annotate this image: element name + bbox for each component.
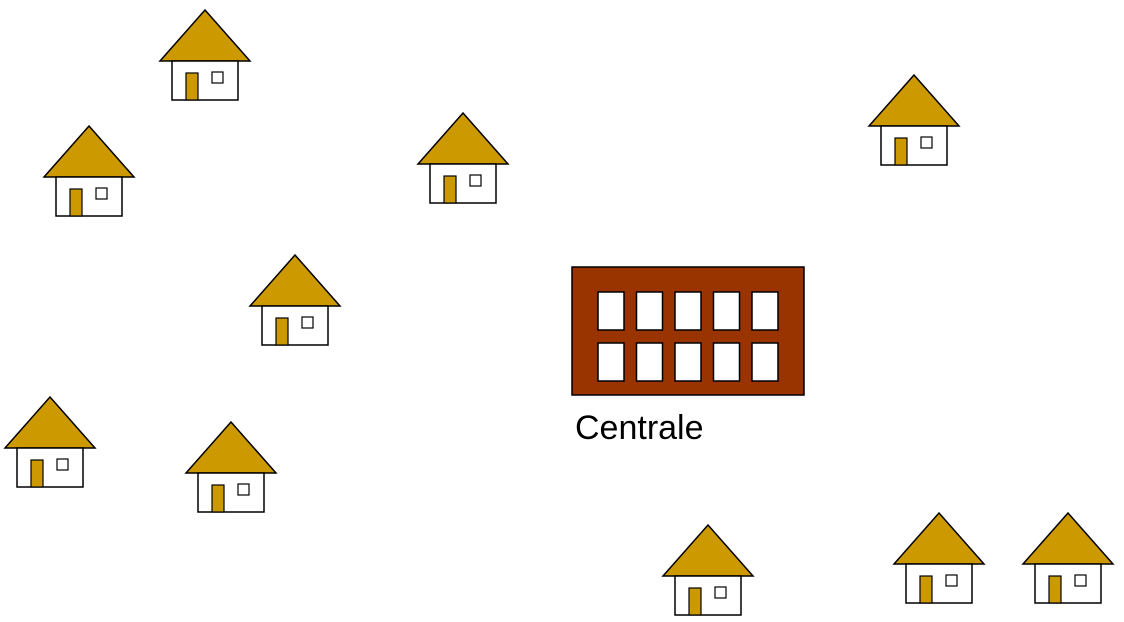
window [95,187,108,200]
plant-window [597,291,625,331]
house-icon [1021,511,1115,604]
roof [42,124,136,178]
door [919,575,933,604]
window [237,483,250,496]
plant-window [635,291,664,331]
house-wall [905,563,973,604]
door [211,484,225,513]
roof [416,111,510,165]
house-icon [42,124,136,217]
house-wall [55,176,123,217]
house-wall [171,60,239,101]
window [469,174,482,187]
window [1074,574,1087,587]
house-icon [416,111,510,204]
plant-window [751,291,779,331]
plant-window [597,342,625,382]
house-icon [184,420,278,513]
house-icon [892,511,986,604]
roof [184,420,278,474]
window [56,458,69,471]
house-icon [3,395,97,488]
door [443,175,457,204]
window [920,136,933,149]
power-plant [571,266,805,396]
plant-window [674,342,702,382]
roof [3,395,97,449]
door [688,587,702,616]
window [211,71,224,84]
door [69,188,83,217]
roof [661,523,755,577]
house-icon [248,253,342,346]
door [1048,575,1062,604]
roof [892,511,986,565]
door [275,317,289,346]
house-wall [261,305,329,346]
roof [248,253,342,307]
plant-window [635,342,664,382]
door [185,72,199,101]
house-wall [880,125,948,166]
window [714,586,727,599]
house-icon [867,73,961,166]
plant-window [751,342,779,382]
plant-window [674,291,702,331]
roof [1021,511,1115,565]
door [894,137,908,166]
window [301,316,314,329]
house-wall [16,447,84,488]
plant-window [712,291,741,331]
house-wall [197,472,265,513]
window [945,574,958,587]
house-icon [661,523,755,616]
roof [867,73,961,127]
door [30,459,44,488]
house-icon [158,8,252,101]
house-wall [429,163,497,204]
houses-group [3,8,1115,616]
house-wall [674,575,742,616]
house-wall [1034,563,1102,604]
plant-window [712,342,741,382]
roof [158,8,252,62]
plant-label: Centrale [575,409,704,447]
